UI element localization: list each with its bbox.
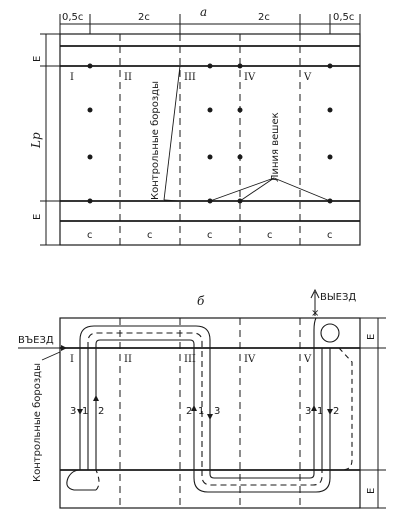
- turn-loop: [320, 323, 340, 343]
- dim-05c-right: 0,5с: [333, 12, 354, 23]
- top-diagram: 0,5с 2с а 2с 0,5с I II III IV V Контроль…: [29, 5, 361, 246]
- control-furrows-label: Контрольные борозды: [32, 363, 43, 482]
- row-label-iii: III: [184, 72, 196, 83]
- leader-line: [273, 177, 331, 202]
- stake-line-label: Линия вешек: [270, 112, 281, 182]
- pass-number: 1: [198, 406, 204, 417]
- e-right-bottom-label: Е: [366, 488, 377, 494]
- pass-number: 2: [98, 406, 104, 417]
- row-label-iv: IV: [244, 72, 256, 83]
- row-label-v: V: [303, 354, 312, 365]
- e-bottom-label: Е: [32, 214, 43, 220]
- exit-label: ВЫЕЗД: [320, 292, 356, 303]
- bottom-c-label: с: [267, 230, 273, 241]
- pass-number: 3: [305, 406, 311, 417]
- exit-cross: ×: [311, 308, 319, 319]
- dim-05c-left: 0,5с: [62, 12, 83, 23]
- dim-a: а: [200, 5, 207, 19]
- pass-number: 3: [70, 406, 76, 417]
- dim-2c-right: 2с: [258, 12, 270, 23]
- dim-2c-left: 2с: [138, 12, 150, 23]
- row-label-iv: IV: [244, 354, 256, 365]
- control-furrows-label: Контрольные борозды: [150, 81, 161, 200]
- travel-path-2: [193, 317, 353, 493]
- caption-b: б: [197, 294, 205, 308]
- e-right-top-label: Е: [366, 334, 377, 340]
- pass-number: 1: [317, 406, 323, 417]
- bottom-c-label: с: [87, 230, 93, 241]
- leader-line: [209, 177, 275, 202]
- row-label-iii: III: [184, 354, 196, 365]
- exit-arrow-head: [310, 288, 320, 299]
- bottom-c-label: с: [147, 230, 153, 241]
- bottom-c-label: с: [327, 230, 333, 241]
- pass-number: 2: [333, 406, 339, 417]
- row-label-v: V: [303, 72, 312, 83]
- top-field-border: [59, 33, 361, 246]
- leader-line: [163, 199, 179, 202]
- lr-label: Lр: [29, 132, 43, 149]
- pass-number: 1: [82, 406, 88, 417]
- stake-dots: [87, 63, 333, 204]
- row-label-ii: II: [124, 72, 132, 83]
- pass-number: 2: [186, 406, 192, 417]
- entry-label: ВЪЕЗД: [18, 335, 54, 346]
- pass-number: 3: [214, 406, 220, 417]
- leader-line: [163, 65, 181, 201]
- row-label-i: I: [70, 354, 74, 365]
- bottom-diagram: б ВЫЕЗД × ВЪЕЗД I II III IV V: [18, 288, 386, 509]
- bottom-field-border: [59, 317, 361, 509]
- travel-path-1: [66, 325, 213, 491]
- e-top-label: Е: [32, 56, 43, 62]
- bottom-c-label: с: [207, 230, 213, 241]
- leader-line: [41, 351, 61, 361]
- row-label-ii: II: [124, 354, 132, 365]
- leader-line: [239, 177, 275, 202]
- row-label-i: I: [70, 72, 74, 83]
